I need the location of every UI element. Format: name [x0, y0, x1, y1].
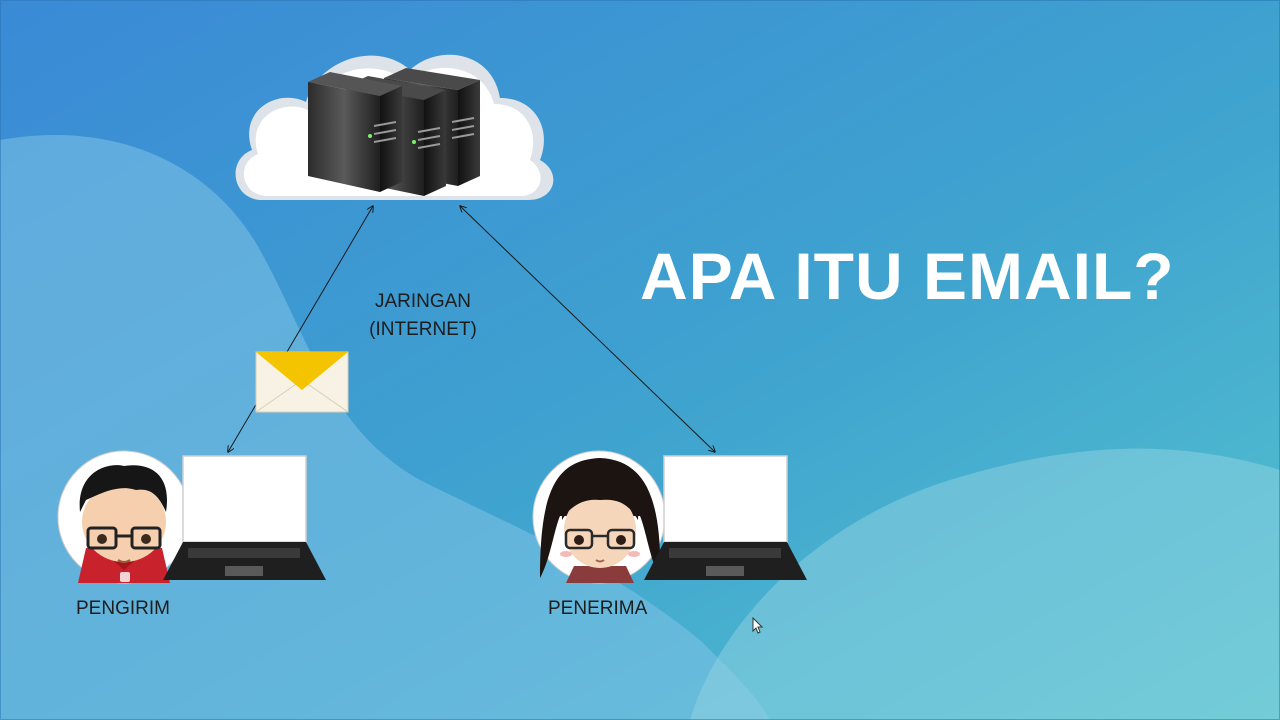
laptop-icon: [163, 455, 326, 580]
network-label-line1: JARINGAN: [374, 291, 472, 312]
female-avatar-icon: [532, 450, 666, 584]
connection-receiver-cloud: [460, 206, 715, 452]
cloud-server-icon: [235, 54, 554, 200]
network-label-line2: (INTERNET): [369, 319, 477, 340]
wave-right: [690, 448, 1280, 720]
male-avatar-icon: [57, 450, 191, 584]
envelope-icon: [255, 351, 349, 413]
connection-sender-cloud: [228, 206, 373, 452]
laptop-icon: [644, 455, 807, 580]
sender-label: PENGIRIM: [76, 598, 170, 619]
network-label: JARINGAN (INTERNET): [348, 288, 498, 344]
mouse-cursor-icon: [752, 617, 764, 634]
receiver-label: PENERIMA: [548, 598, 648, 619]
slide-title: APA ITU EMAIL?: [640, 239, 1175, 313]
